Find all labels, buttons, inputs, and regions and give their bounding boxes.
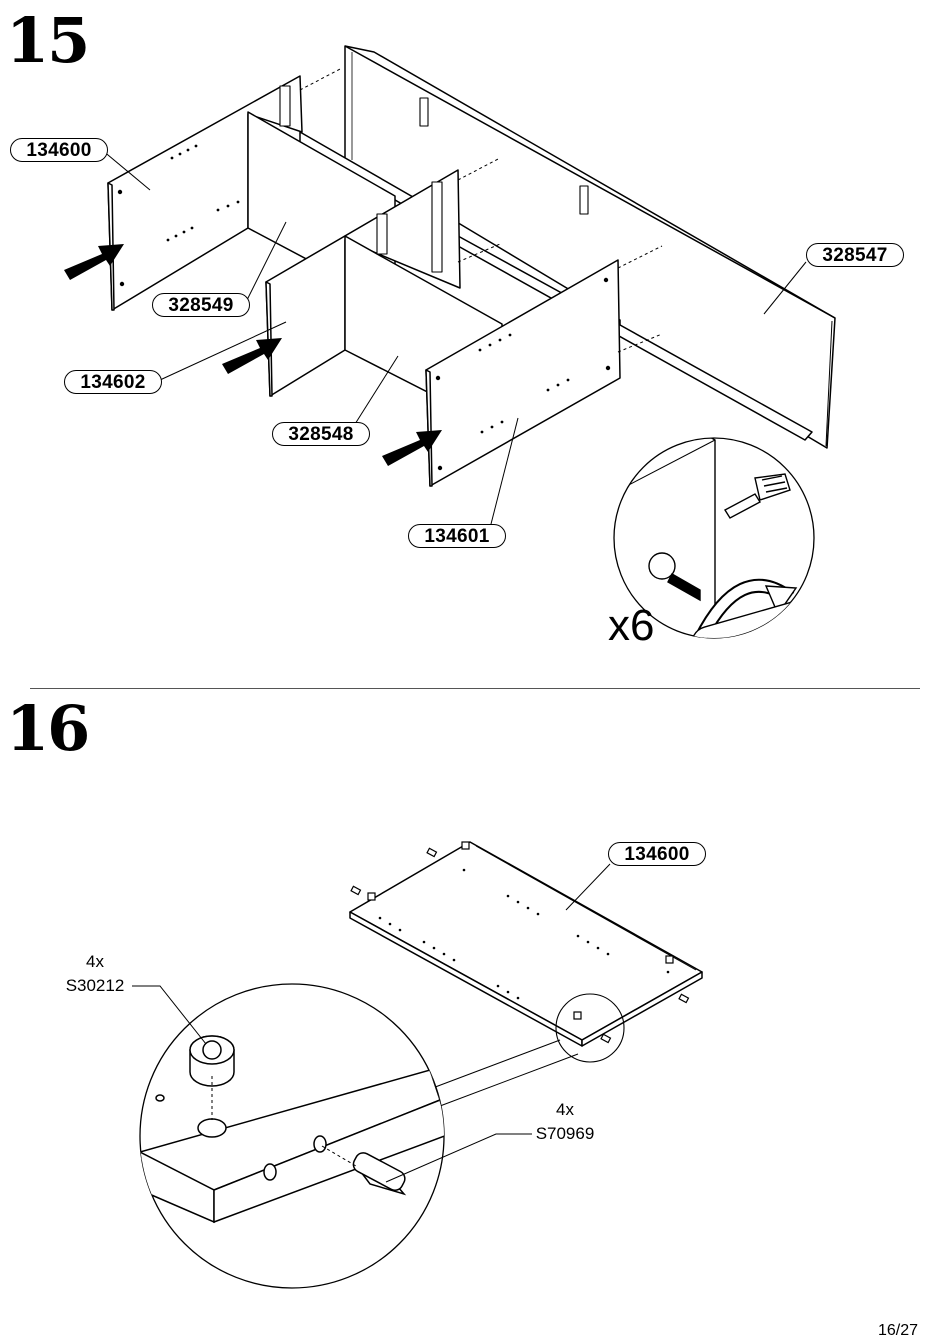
step-divider	[30, 688, 920, 689]
part-label: 328547	[806, 243, 904, 267]
part-label: 134602	[64, 370, 162, 394]
insert-arrow-icon	[64, 244, 442, 466]
page-number: 16/27	[877, 1322, 918, 1339]
part-label: 134601	[408, 524, 506, 548]
step-number: 16	[6, 692, 90, 765]
hardware-qty: 4x	[86, 952, 104, 971]
side-panel-134601	[425, 259, 621, 487]
part-label: 328548	[272, 422, 370, 446]
quantity-label: x6	[608, 601, 655, 650]
step-number: 15	[6, 4, 90, 77]
panel-134600-flat	[349, 841, 703, 1047]
hardware-code: S30212	[65, 976, 125, 995]
part-label: 328549	[152, 293, 250, 317]
part-label: 134600	[608, 842, 706, 866]
hardware-qty: 4x	[556, 1100, 574, 1119]
part-label: 134600	[10, 138, 108, 162]
hardware-code: S70969	[535, 1124, 595, 1143]
detail-cam-and-dowel-insertion	[139, 983, 445, 1289]
